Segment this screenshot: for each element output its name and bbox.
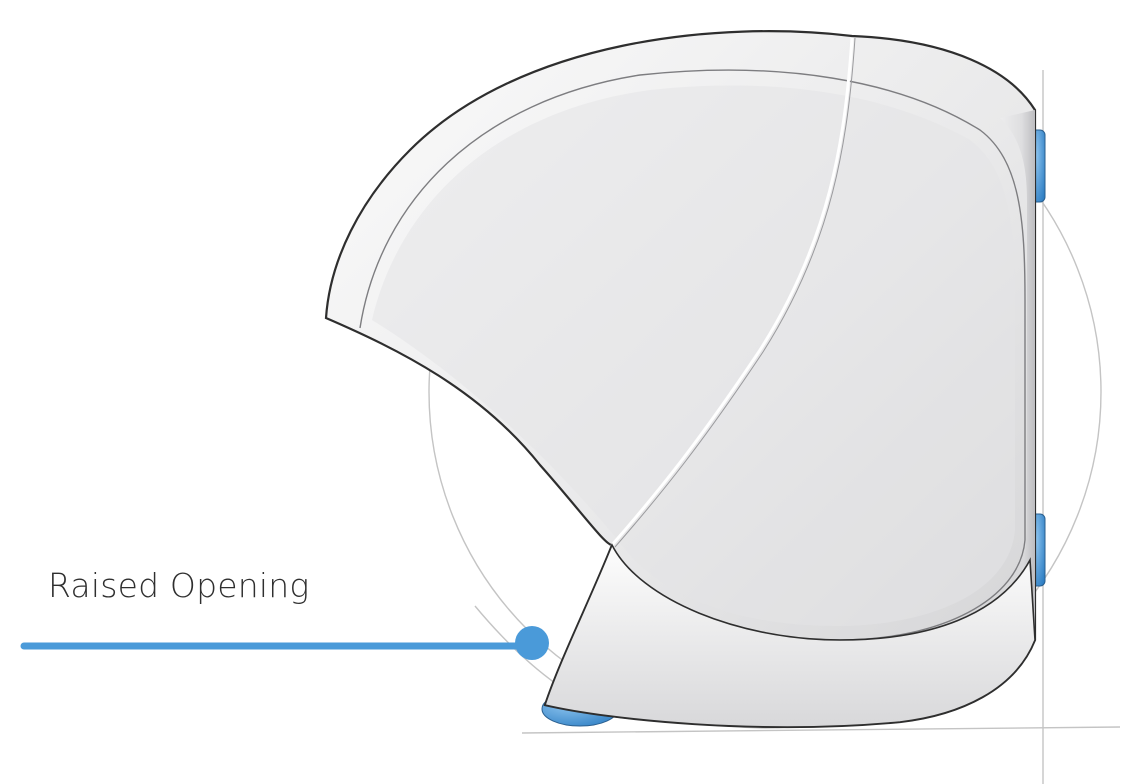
construction-horizontal-line [522,727,1120,733]
callout-label-raised-opening: Raised Opening [48,566,309,605]
callout [24,626,549,660]
callout-dot-icon [515,626,549,660]
inner-cavity [372,85,1015,626]
